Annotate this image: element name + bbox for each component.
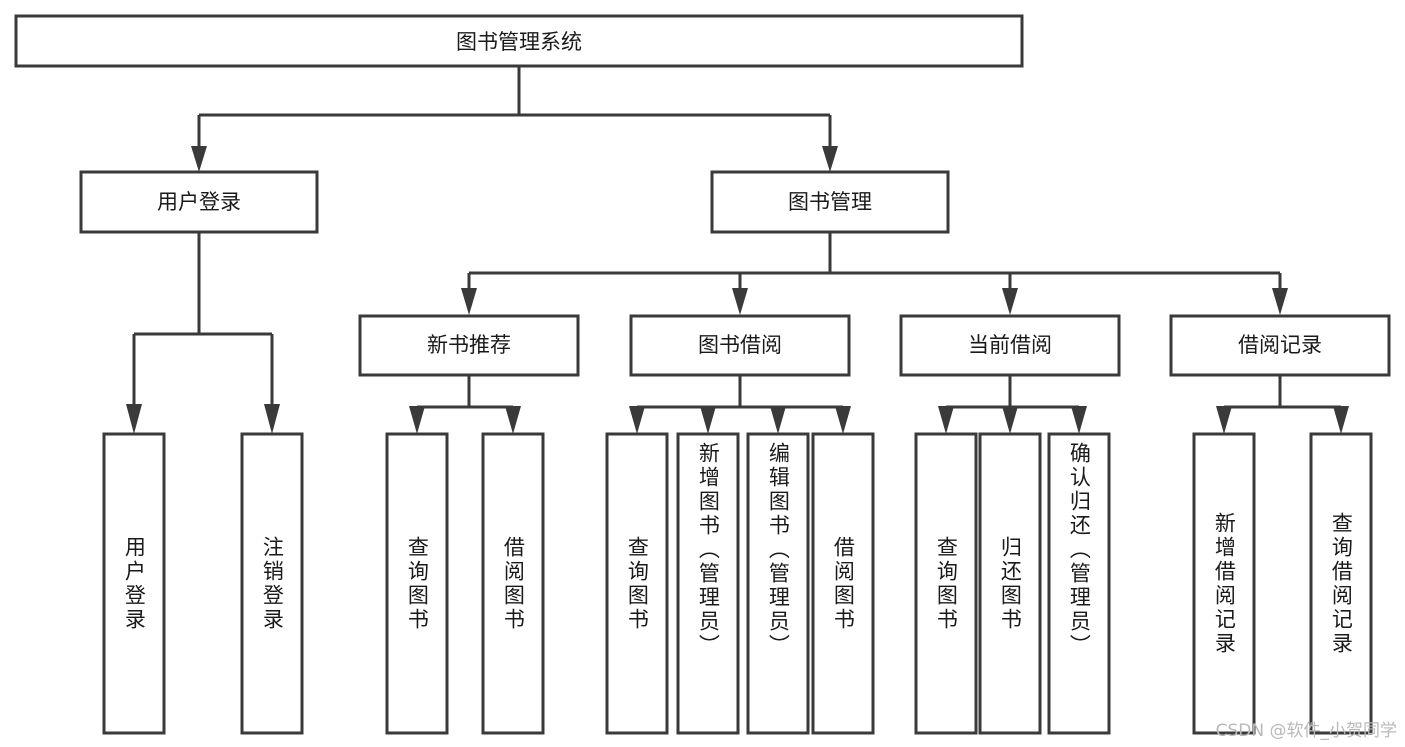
node-user-login-box[interactable] — [79, 170, 319, 234]
leaf-return-book-box[interactable] — [978, 432, 1042, 735]
arrow-head-leaf-edit-book — [770, 406, 786, 434]
node-book-borrow-label: 图书借阅 — [698, 333, 782, 357]
node-book-borrow-box[interactable] — [629, 314, 851, 377]
node-root[interactable]: 图书管理系统 — [14, 14, 1024, 68]
leaf-query-book-1-box[interactable] — [385, 432, 449, 735]
leaf-box-layer[interactable] — [102, 432, 1373, 735]
arrow-head-leaf-confirm-return — [1071, 406, 1087, 434]
arrow-head-leaf-query-record — [1333, 406, 1349, 434]
arrow-head-user-login — [191, 146, 207, 172]
leaf-add-book-box[interactable] — [676, 432, 740, 735]
arrow-head-leaf-borrow-book-2 — [835, 406, 851, 434]
node-user-login-label: 用户登录 — [157, 190, 241, 214]
leaf-query-book-3-box[interactable] — [914, 432, 978, 735]
node-new-book-recommend-label: 新书推荐 — [427, 333, 511, 357]
arrow-head-leaf-query-book-2 — [629, 406, 645, 434]
leaf-confirm-return-box[interactable] — [1047, 432, 1111, 735]
arrow-head-book-management — [822, 146, 838, 172]
node-book-management-box[interactable] — [710, 170, 950, 234]
leaf-borrow-book-2-box[interactable] — [811, 432, 875, 735]
node-current-borrow-label: 当前借阅 — [968, 333, 1052, 357]
arrow-head-borrow-record — [1272, 288, 1288, 315]
leaf-query-book-2-box[interactable] — [605, 432, 669, 735]
arrow-head-leaf-return-book — [1002, 406, 1018, 434]
node-current-borrow[interactable]: 当前借阅 — [899, 314, 1121, 377]
leaf-add-record-box[interactable] — [1192, 432, 1256, 735]
connector-layer — [126, 66, 1349, 434]
arrow-head-leaf-query-book-3 — [938, 406, 954, 434]
arrow-head-new-book-recommend — [461, 288, 477, 315]
arrow-head-book-borrow — [732, 288, 748, 315]
node-user-login[interactable]: 用户登录 — [79, 170, 319, 234]
node-new-book-recommend[interactable]: 新书推荐 — [358, 314, 580, 377]
arrow-head-leaf-logout — [264, 404, 280, 434]
node-book-management-label: 图书管理 — [788, 190, 872, 214]
leaf-user-login-box[interactable] — [102, 432, 166, 735]
arrow-head-leaf-add-record — [1216, 406, 1232, 434]
leaf-edit-book-box[interactable] — [746, 432, 810, 735]
node-book-borrow[interactable]: 图书借阅 — [629, 314, 851, 377]
node-borrow-record-label: 借阅记录 — [1238, 333, 1322, 357]
leaf-borrow-book-1-box[interactable] — [481, 432, 545, 735]
node-current-borrow-box[interactable] — [899, 314, 1121, 377]
node-new-book-recommend-box[interactable] — [358, 314, 580, 377]
arrow-head-leaf-borrow-book-1 — [505, 406, 521, 434]
leaf-logout-box[interactable] — [240, 432, 304, 735]
csdn-watermark: CSDN @软件_小贺同学 — [1215, 721, 1397, 741]
arrow-head-leaf-query-book-1 — [409, 406, 425, 434]
node-borrow-record-box[interactable] — [1169, 314, 1391, 377]
arrow-head-leaf-user-login — [126, 404, 142, 434]
arrow-head-current-borrow — [1002, 288, 1018, 315]
leaf-query-record-box[interactable] — [1309, 432, 1373, 735]
node-root-label: 图书管理系统 — [456, 30, 582, 54]
node-borrow-record[interactable]: 借阅记录 — [1169, 314, 1391, 377]
node-root-box[interactable] — [14, 14, 1024, 68]
arrow-head-leaf-add-book — [700, 406, 716, 434]
node-book-management[interactable]: 图书管理 — [710, 170, 950, 234]
